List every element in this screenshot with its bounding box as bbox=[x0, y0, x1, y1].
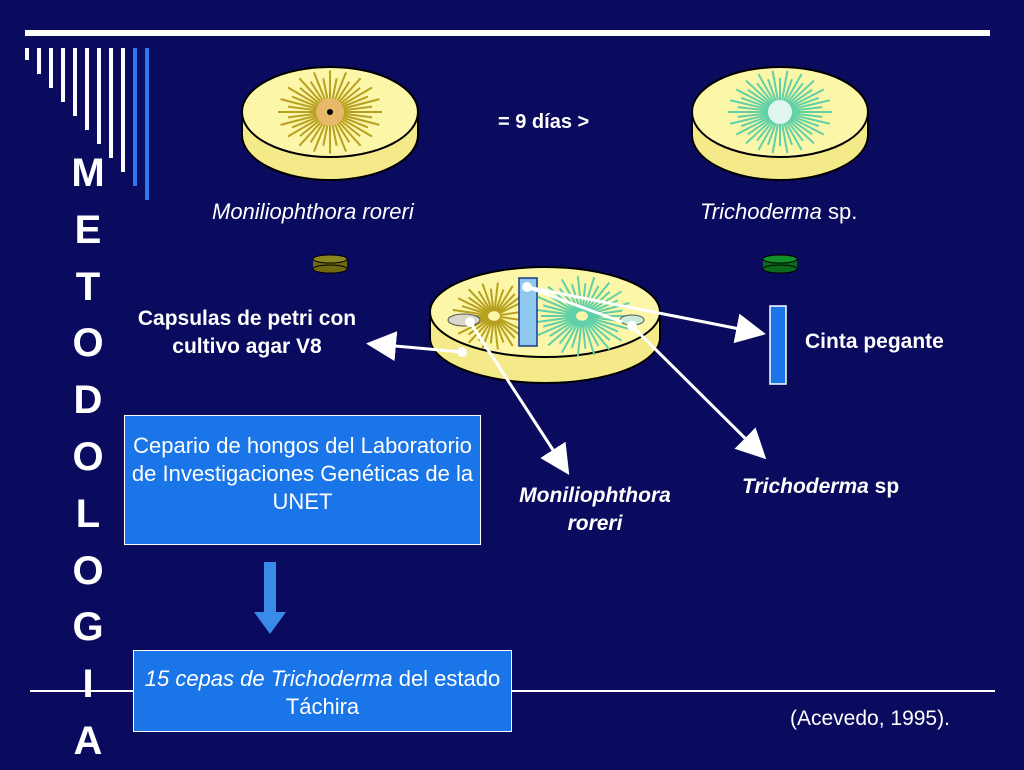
title-letter: E bbox=[74, 207, 102, 252]
culture-left-name: Moniliophthora roreri bbox=[212, 199, 414, 224]
strains-box: 15 cepas de Trichoderma del estado Táchi… bbox=[133, 650, 512, 732]
connector-arrows bbox=[366, 282, 767, 476]
confront-right-suffix: sp bbox=[868, 475, 900, 498]
title-letter: G bbox=[72, 605, 104, 650]
strains-box-plain: del estado Táchira bbox=[285, 666, 501, 719]
title-letter: A bbox=[73, 718, 103, 763]
time-label: = 9 días > bbox=[498, 111, 590, 133]
bottom-rule bbox=[30, 690, 995, 692]
culture-right-genus: Trichoderma bbox=[700, 199, 822, 224]
inoculum-disc-trichoderma bbox=[762, 254, 798, 274]
culture-right-name: Trichoderma sp. bbox=[700, 199, 857, 225]
decorative-bars bbox=[25, 48, 149, 200]
tape-label: Cinta pegante bbox=[805, 330, 944, 353]
petri-dish-confrontation bbox=[429, 266, 661, 384]
vertical-title: M E T O D O L O G I A bbox=[60, 145, 116, 770]
inoculum-disc-moniliophthora bbox=[312, 254, 348, 274]
down-arrow bbox=[254, 562, 286, 634]
petri-dish-trichoderma bbox=[691, 66, 869, 181]
citation: (Acevedo, 1995). bbox=[790, 707, 950, 730]
top-rule bbox=[25, 30, 990, 36]
confront-right-genus: Trichoderma bbox=[742, 475, 869, 498]
confront-left-label: Moniliophthora roreri bbox=[519, 484, 671, 535]
title-letter: O bbox=[72, 548, 104, 593]
title-letter: M bbox=[71, 151, 105, 195]
tape-strip-on-dish bbox=[518, 277, 538, 347]
tape-symbol bbox=[769, 305, 787, 385]
title-letter: O bbox=[72, 434, 104, 479]
petri-label: Capsulas de petri con cultivo agar V8 bbox=[137, 307, 357, 358]
title-letter: O bbox=[72, 321, 104, 366]
source-box: Cepario de hongos del Laboratorio de Inv… bbox=[124, 415, 481, 545]
culture-right-suffix: sp. bbox=[821, 199, 858, 224]
title-letter: I bbox=[82, 662, 94, 707]
title-letter: L bbox=[75, 491, 101, 536]
title-letter: D bbox=[73, 378, 103, 423]
petri-dish-moniliophthora bbox=[241, 66, 419, 181]
title-letter: T bbox=[75, 264, 101, 309]
strains-box-italic: 15 cepas de Trichoderma bbox=[144, 666, 393, 691]
confront-right-label: Trichoderma sp bbox=[742, 475, 899, 499]
dish-disc-left bbox=[447, 313, 481, 327]
